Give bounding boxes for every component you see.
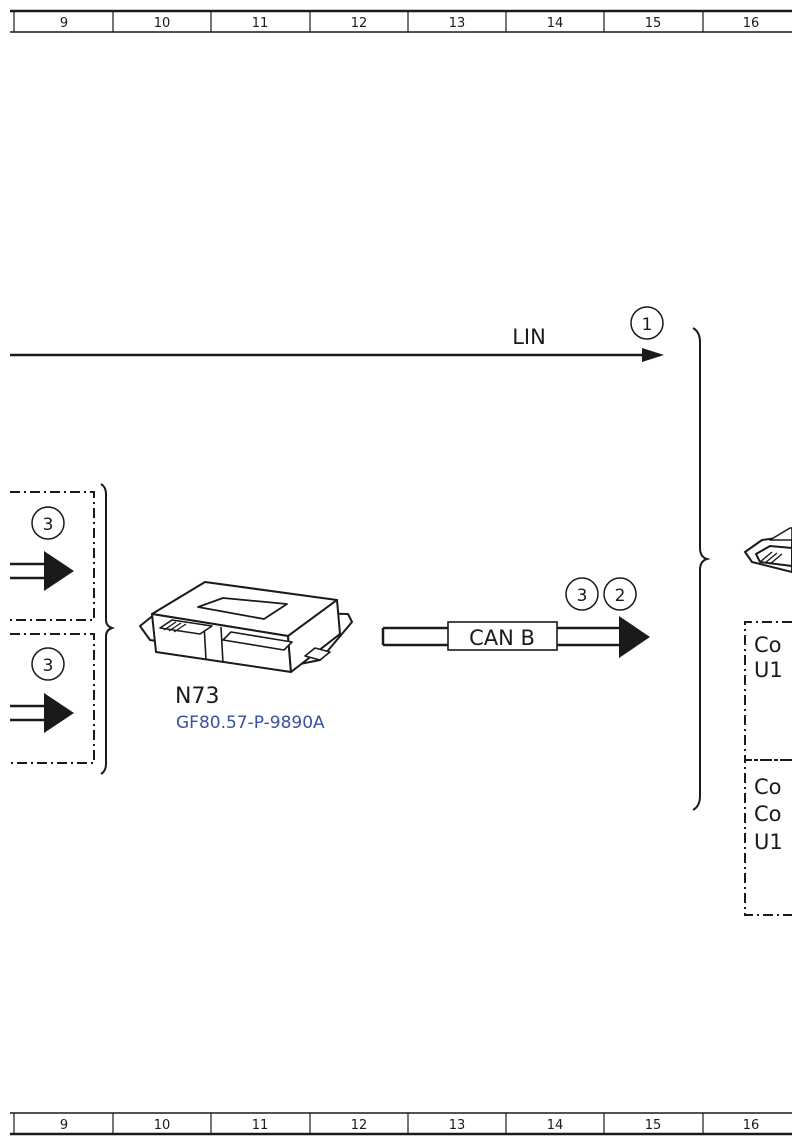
ruler-col-14: 14 [547,1118,564,1133]
left-bottom-box: 3 [10,633,95,764]
lin-arrow-head [642,348,664,362]
lin-bus: LIN 1 [10,306,664,362]
ruler-col-12: 12 [351,16,368,31]
left-top-marker-number[interactable]: 3 [43,515,54,535]
right-brace [692,327,711,811]
lin-marker-number[interactable]: 1 [642,315,653,335]
right-component-icon [744,527,792,573]
lin-marker-circle [630,306,664,340]
can-marker-b-circle [603,577,637,611]
control-unit-icon [139,581,353,673]
left-bottom-marker-circle [31,647,65,681]
right-top-line-1: Co [754,633,782,657]
component-reference-link[interactable]: GF80.57-P-9890A [176,713,325,733]
ruler-col-9: 9 [60,1118,68,1133]
left-bottom-marker-number[interactable]: 3 [43,656,54,676]
right-bottom-box: Co Co U1 [744,759,792,916]
ruler-col-16: 16 [743,1118,760,1133]
ruler-col-10: 10 [154,1118,171,1133]
left-top-box: 3 [10,491,95,621]
can-marker-a-circle [565,577,599,611]
can-bus: CAN B 3 2 [381,577,650,658]
ruler-col-14: 14 [547,16,564,31]
right-top-box: Co U1 [744,621,792,761]
can-label-box [447,621,558,651]
component-code: N73 [175,684,219,709]
right-bottom-line-2: Co [754,802,782,826]
left-bottom-arrow-head [44,693,74,733]
ruler-col-11: 11 [252,1118,269,1133]
right-bottom-line-3: U1 [754,830,783,854]
can-marker-b-number[interactable]: 2 [615,586,626,606]
ruler-col-16: 16 [743,16,760,31]
can-marker-a-number[interactable]: 3 [577,586,588,606]
ruler-col-12: 12 [351,1118,368,1133]
right-top-line-2: U1 [754,658,783,682]
ruler-col-9: 9 [60,16,68,31]
ruler-col-15: 15 [645,1118,662,1133]
right-bottom-line-1: Co [754,775,782,799]
ruler-col-10: 10 [154,16,171,31]
left-top-marker-circle [31,506,65,540]
top-ruler: 9 10 11 12 13 14 15 16 [10,9,792,33]
lin-label: LIN [512,325,546,349]
ruler-col-11: 11 [252,16,269,31]
ruler-col-13: 13 [449,1118,466,1133]
bottom-ruler: 9 10 11 12 13 14 15 16 [10,1112,792,1136]
left-brace [100,483,116,775]
ruler-col-15: 15 [645,16,662,31]
left-top-arrow-head [44,551,74,591]
can-arrow-head [619,616,650,658]
can-label: CAN B [469,626,535,650]
ruler-col-13: 13 [449,16,466,31]
